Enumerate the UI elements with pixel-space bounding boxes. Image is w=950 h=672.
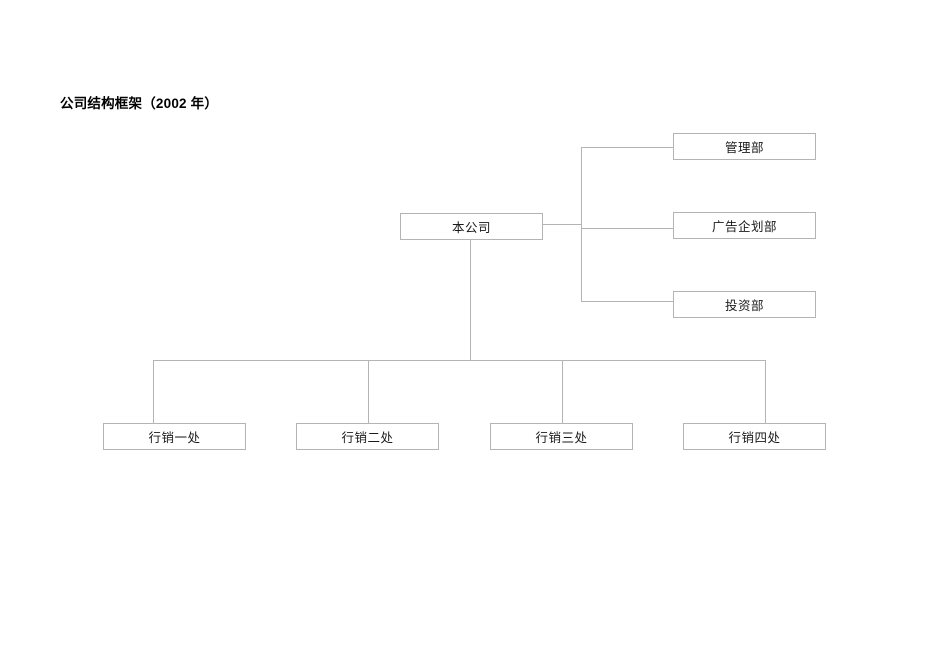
connector-staff-trunk <box>581 147 582 301</box>
node-sales-div-4-label: 行销四处 <box>728 431 781 445</box>
page-title: 公司结构框架（2002 年） <box>60 96 219 111</box>
node-dept-advertising-planning[interactable]: 广告企划部 <box>673 212 816 239</box>
connector-branch-investment <box>581 301 674 302</box>
connector-drop-sales-div-2 <box>368 360 369 423</box>
node-sales-div-3[interactable]: 行销三处 <box>490 423 633 450</box>
connector-sales-bus <box>153 360 766 361</box>
node-sales-div-4[interactable]: 行销四处 <box>683 423 826 450</box>
node-sales-div-1[interactable]: 行销一处 <box>103 423 246 450</box>
node-root-company-label: 本公司 <box>451 221 491 235</box>
node-dept-management-label: 管理部 <box>724 141 764 155</box>
connector-branch-management <box>581 147 674 148</box>
connector-root-to-staff-stub <box>542 224 582 225</box>
node-sales-div-2-label: 行销二处 <box>341 431 394 445</box>
node-dept-investment-label: 投资部 <box>724 299 764 313</box>
node-root-company[interactable]: 本公司 <box>400 213 543 240</box>
node-dept-management[interactable]: 管理部 <box>673 133 816 160</box>
node-dept-investment[interactable]: 投资部 <box>673 291 816 318</box>
node-sales-div-2[interactable]: 行销二处 <box>296 423 439 450</box>
node-dept-advertising-planning-label: 广告企划部 <box>711 220 777 234</box>
connector-root-to-bus <box>470 239 471 361</box>
node-sales-div-3-label: 行销三处 <box>535 431 588 445</box>
connector-drop-sales-div-3 <box>562 360 563 423</box>
node-sales-div-1-label: 行销一处 <box>148 431 201 445</box>
connector-drop-sales-div-4 <box>765 360 766 423</box>
connector-branch-advertising-planning <box>581 228 674 229</box>
connector-drop-sales-div-1 <box>153 360 154 423</box>
